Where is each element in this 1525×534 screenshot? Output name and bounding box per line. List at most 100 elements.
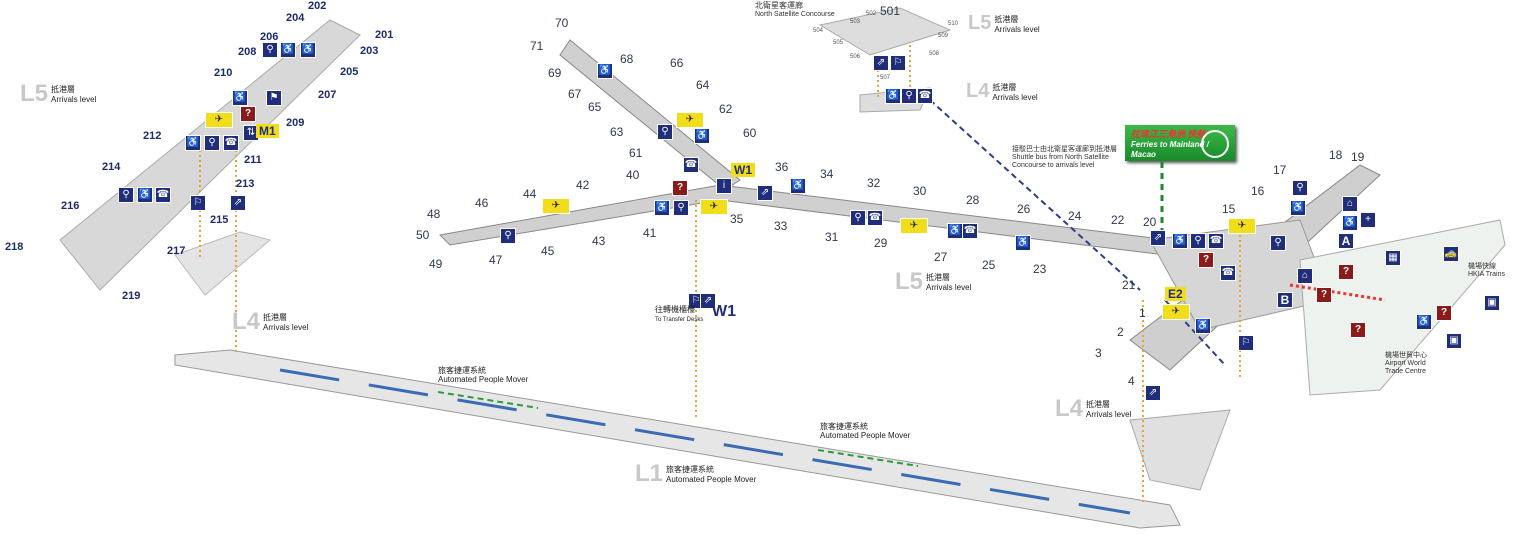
- gate-label: 15: [1222, 202, 1236, 216]
- gate-label: 206: [260, 31, 279, 43]
- gate-label: 69: [548, 66, 562, 80]
- drink-icon: ⚲: [500, 228, 516, 244]
- gate-label: 202: [308, 0, 327, 12]
- wheelchair-icon: ♿: [654, 200, 670, 216]
- gate-label: 510: [948, 21, 959, 27]
- wheelchair-icon: ♿: [185, 135, 201, 151]
- baggage-reclaim-icon: ✈: [900, 218, 928, 234]
- help-desk-icon: ?: [240, 106, 256, 122]
- info-icon: i: [716, 178, 732, 194]
- baggage-reclaim-icon: ✈: [700, 199, 728, 215]
- area-badge-w1: W1: [731, 163, 755, 177]
- gate-label: 506: [850, 54, 861, 60]
- toilet-icon: ⚐: [190, 195, 206, 211]
- gate-label: 44: [523, 187, 537, 201]
- gate-label: 61: [629, 146, 643, 160]
- transfer-desk-code: W1: [712, 303, 736, 320]
- gate-label: 42: [576, 178, 590, 192]
- concourse-l4-hall: [174, 231, 272, 296]
- gate-label: 17: [1273, 163, 1287, 177]
- wheelchair-icon: ♿: [280, 42, 296, 58]
- gate-label: 29: [874, 236, 888, 250]
- gate-label: 49: [429, 257, 443, 271]
- phone-icon: ☎: [917, 88, 933, 104]
- phone-icon: ☎: [1220, 265, 1236, 281]
- gate-label: 216: [61, 200, 80, 212]
- gate-label: 212: [143, 130, 162, 142]
- gate-label: 210: [214, 67, 233, 79]
- drink-icon: ⚲: [1190, 233, 1206, 249]
- gate-label: 40: [626, 168, 640, 182]
- phone-icon: ☎: [867, 210, 883, 226]
- drink-icon: ⚲: [673, 200, 689, 216]
- baggage-reclaim-icon: ✈: [676, 112, 704, 128]
- wheelchair-icon: ♿: [597, 63, 613, 79]
- area-a-marker: A: [1338, 233, 1354, 249]
- shop-icon: ⌂: [1297, 268, 1313, 284]
- gate-label: 63: [610, 125, 624, 139]
- escalator-icon: ⇗: [1145, 385, 1161, 401]
- gate-label: 502: [866, 11, 877, 17]
- toilet-icon: ⚐: [1238, 335, 1254, 351]
- baby-care-icon: ⚲: [262, 42, 278, 58]
- apm-direction-arrow: [817, 449, 919, 467]
- atm-icon: ▦: [1385, 250, 1401, 266]
- wheelchair-icon: ♿: [947, 223, 963, 239]
- gate-label: 45: [541, 244, 555, 258]
- escalator-icon: ⇗: [700, 293, 716, 309]
- gate-label: 3: [1095, 346, 1102, 360]
- area-badge-m1: M1: [256, 124, 279, 138]
- bus-icon: ▣: [1446, 333, 1462, 349]
- gate-label: 60: [743, 126, 757, 140]
- gate-label: 23: [1033, 262, 1047, 276]
- gate-label: 16: [1251, 184, 1265, 198]
- baggage-reclaim-icon: ✈: [1228, 218, 1256, 234]
- bus-icon: ▣: [1484, 295, 1500, 311]
- first-aid-icon: +: [1360, 212, 1376, 228]
- wheelchair-icon: ♿: [1195, 318, 1211, 334]
- wheelchair-icon: ♿: [1290, 200, 1306, 216]
- gate-label: 33: [774, 219, 788, 233]
- toilet-icon: ⚑: [266, 90, 282, 106]
- wheelchair-icon: ♿: [1172, 233, 1188, 249]
- escalator-icon: ⇗: [1150, 230, 1166, 246]
- gate-label: 48: [427, 207, 441, 221]
- gate-label: 213: [236, 178, 255, 190]
- gate-label: 204: [286, 12, 305, 24]
- gate-label: 27: [934, 250, 948, 264]
- gate-label: 209: [286, 117, 305, 129]
- area-badge-e2: E2: [1165, 287, 1186, 301]
- apm-track: [279, 368, 1131, 515]
- gate-label: 30: [913, 184, 927, 198]
- gate-label: 64: [696, 78, 710, 92]
- gate-label: 508: [929, 51, 940, 57]
- gate-label: 217: [167, 245, 186, 257]
- phone-icon: ☎: [155, 187, 171, 203]
- area-b-marker: B: [1277, 292, 1293, 308]
- wheelchair-icon: ♿: [300, 42, 316, 58]
- gate-label: 70: [555, 16, 569, 30]
- help-desk-icon: ?: [1436, 305, 1452, 321]
- toilet-icon: ⚐: [890, 55, 906, 71]
- drink-icon: ⚲: [204, 135, 220, 151]
- drink-icon: ⚲: [1270, 235, 1286, 251]
- phone-icon: ☎: [1208, 233, 1224, 249]
- gate-label: 22: [1111, 213, 1125, 227]
- gate-label: 66: [670, 56, 684, 70]
- shuttle-route: [929, 99, 1141, 291]
- wheelchair-icon: ♿: [1416, 314, 1432, 330]
- gate-label: 35: [730, 212, 744, 226]
- l4-baggage-hall: [1129, 409, 1231, 491]
- gate-label: 201: [375, 29, 394, 41]
- gate-label: 62: [719, 102, 733, 116]
